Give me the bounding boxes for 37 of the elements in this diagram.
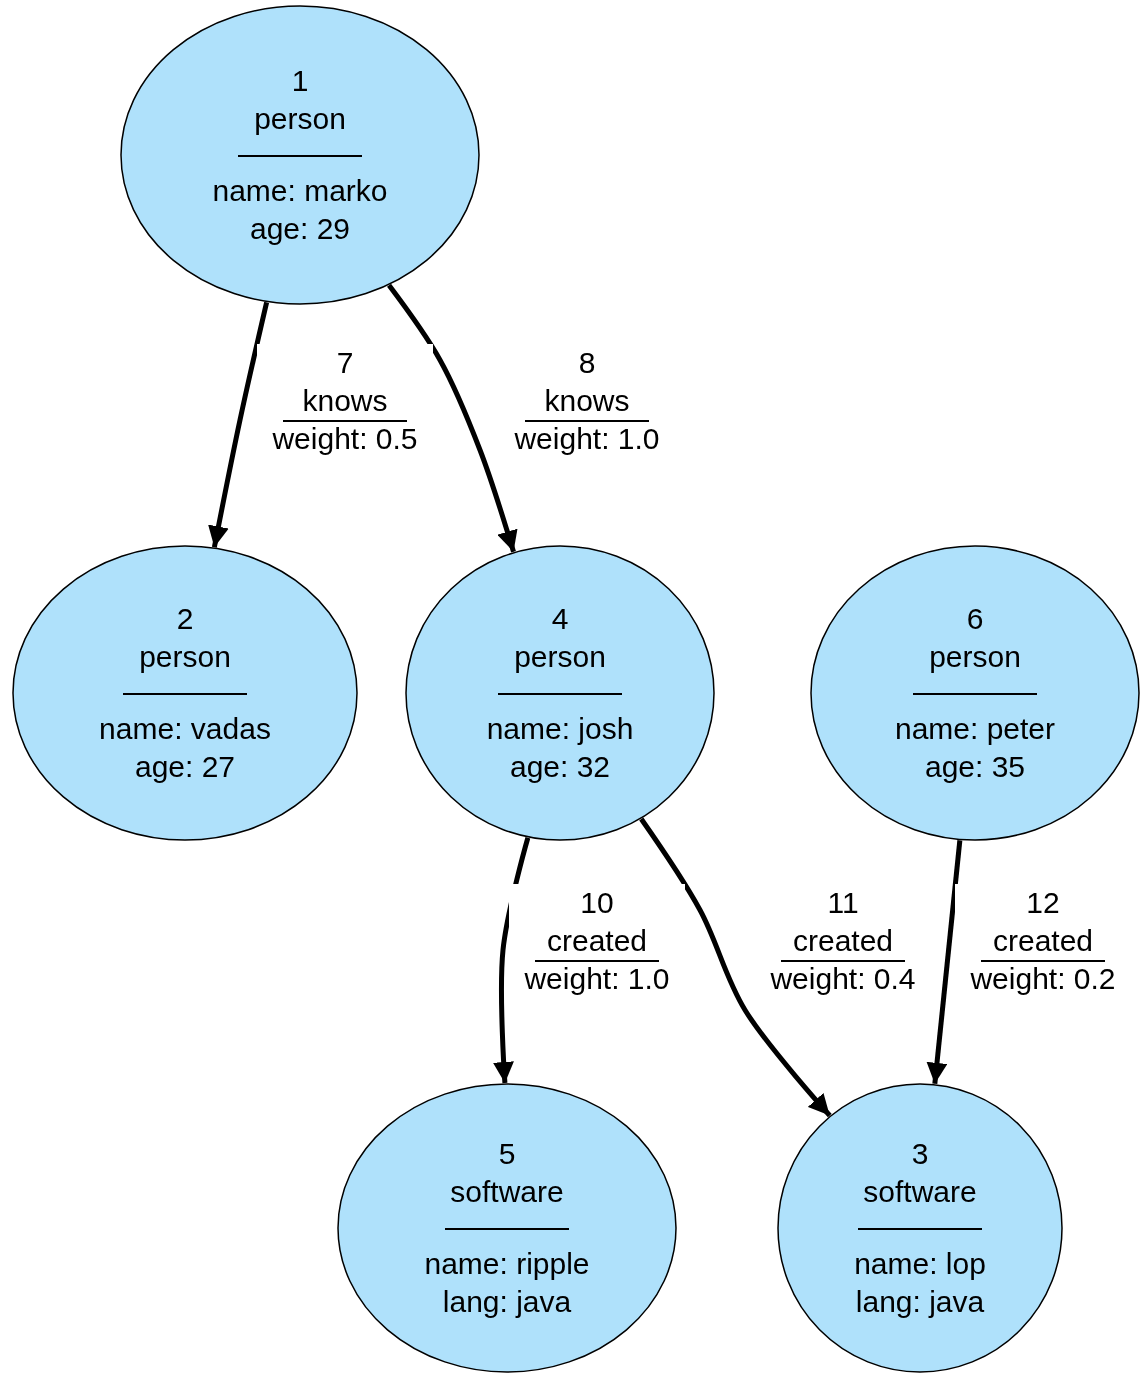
node-property: age: 29 — [249, 211, 351, 247]
node-id: 4 — [551, 601, 569, 637]
ellipse-node — [777, 1083, 1063, 1373]
node-id: 3 — [911, 1136, 929, 1172]
node-type: software — [450, 1174, 564, 1210]
node-property: name: josh — [486, 711, 634, 747]
ellipse-node — [405, 545, 715, 841]
arrow — [387, 283, 518, 553]
node-type: person — [254, 101, 346, 137]
node-property: name: ripple — [424, 1246, 590, 1282]
arrow — [208, 301, 270, 548]
node-property: name: vadas — [99, 711, 271, 747]
edge-label: 10 created weight: 1.0 — [509, 884, 685, 998]
node-property: name: marko — [212, 173, 388, 209]
node-type: person — [514, 639, 606, 675]
ellipse-node — [810, 545, 1140, 841]
node-property: name: peter — [894, 711, 1056, 747]
node-id: 1 — [291, 63, 309, 99]
arrow — [493, 837, 531, 1084]
arrow — [926, 840, 963, 1085]
node-property: age: 27 — [134, 749, 236, 785]
ellipse-node — [12, 545, 358, 841]
node-property: lang: java — [855, 1284, 985, 1320]
ellipse-node — [337, 1083, 677, 1373]
node-id: 6 — [966, 601, 984, 637]
node-property: age: 32 — [509, 749, 611, 785]
edge-label: 7 knows weight: 0.5 — [257, 344, 433, 458]
arrow — [639, 817, 832, 1118]
node-type: person — [139, 639, 231, 675]
node-property: name: lop — [854, 1246, 986, 1282]
node-type: software — [863, 1174, 977, 1210]
node-property: lang: java — [442, 1284, 572, 1320]
ellipse-node — [120, 5, 480, 305]
node-property: age: 35 — [924, 749, 1026, 785]
node-id: 5 — [498, 1136, 516, 1172]
node-type: person — [929, 639, 1021, 675]
node-id: 2 — [176, 601, 194, 637]
